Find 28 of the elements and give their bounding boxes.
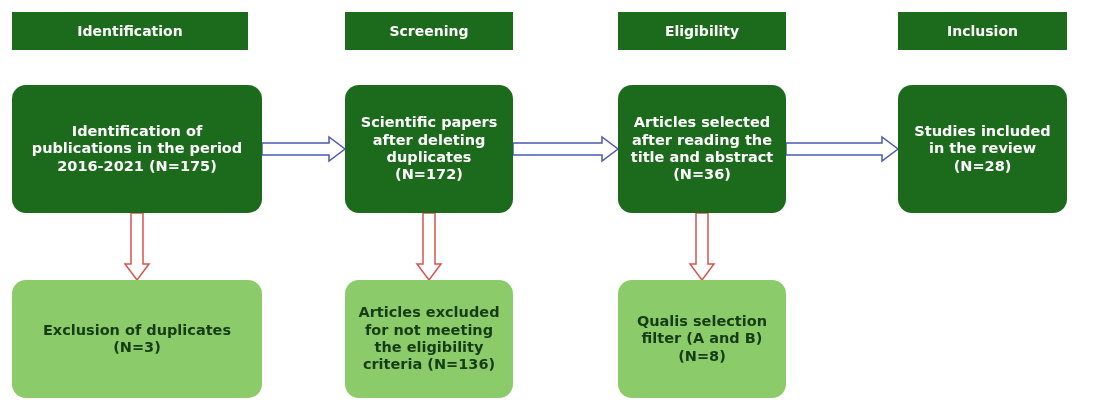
- process-box: [345, 85, 513, 213]
- stage-title: Identification: [77, 22, 183, 40]
- box-text: Exclusion of duplicates (N=3): [41, 321, 233, 357]
- hollow-arrow: [415, 212, 443, 282]
- process-box: [898, 85, 1067, 213]
- box-text: Scientific papers after deleting duplicates (N=172): [359, 114, 499, 184]
- box-text: Identification of publications in the period 2016-2021 (N=175): [30, 122, 244, 176]
- stage-header: [898, 12, 1067, 50]
- stage-title: Screening: [389, 22, 469, 40]
- stage-header: [12, 12, 248, 50]
- process-box: [12, 85, 262, 213]
- hollow-arrow: [512, 135, 620, 163]
- hollow-arrow: [261, 135, 347, 163]
- exclusion-box: [12, 280, 262, 398]
- hollow-arrow: [785, 135, 900, 163]
- box-text: Articles selected after reading the title and abstract (N=36): [629, 114, 775, 184]
- stage-header: [345, 12, 513, 50]
- box-text: Qualis selection filter (A and B) (N=8): [635, 312, 769, 366]
- exclusion-box: [618, 280, 786, 398]
- stage-title: Inclusion: [947, 22, 1018, 40]
- exclusion-box: [345, 280, 513, 398]
- hollow-arrow: [688, 212, 716, 282]
- process-box: [618, 85, 786, 213]
- box-text: Articles excluded for not meeting the eligibility criteria (N=136): [357, 304, 501, 374]
- stage-header: [618, 12, 786, 50]
- box-text: Studies included in the review (N=28): [913, 122, 1052, 176]
- hollow-arrow: [123, 212, 151, 282]
- stage-title: Eligibility: [664, 22, 740, 40]
